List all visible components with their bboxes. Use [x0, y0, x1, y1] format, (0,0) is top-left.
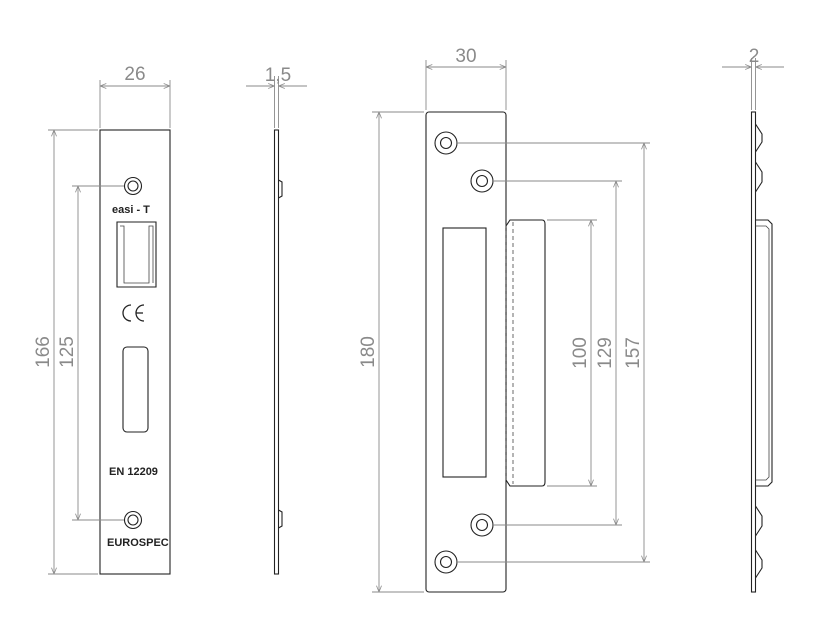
dim-front-width-label: 26	[124, 64, 145, 85]
strike-hole-1-outer	[434, 131, 458, 155]
strike-edge-outline	[750, 111, 757, 593]
strike-side-view: 2	[722, 46, 784, 593]
dim-keep-inner: 100	[547, 219, 597, 487]
strike-hole-2-inner	[475, 174, 489, 188]
strike-hole-1-inner	[439, 136, 453, 150]
strike-front-view: 30 180 100 129 157	[358, 46, 650, 593]
dim-front-width: 26	[99, 64, 171, 128]
strike-hole-3-inner	[475, 518, 489, 532]
dim-keep-mid-label: 129	[595, 337, 616, 369]
dim-keep-width-label: 30	[455, 46, 476, 67]
dim-keep-inner-label: 100	[570, 337, 591, 369]
forend-edge-outline	[273, 129, 280, 575]
standard-marking: EN 12209	[109, 466, 158, 478]
brand-marking: easi - T	[112, 204, 150, 216]
dim-keep-width: 30	[425, 46, 507, 110]
dim-hole-spacing: 125	[57, 185, 124, 521]
strike-hole-4-inner	[439, 555, 453, 569]
strike-box-outline	[505, 219, 546, 487]
strike-hole-3-outer	[470, 513, 494, 537]
dim-keep-thickness: 2	[722, 46, 784, 110]
strike-edge-lug-4	[755, 549, 763, 579]
dim-keep-height: 180	[358, 111, 424, 593]
strike-edge-lug-1	[755, 123, 763, 153]
forend-side-view: 1,5	[246, 65, 307, 575]
dim-front-height: 166	[33, 129, 98, 575]
strike-edge-box	[755, 219, 773, 487]
dim-edge-thickness: 1,5	[246, 65, 307, 128]
dim-hole-spacing-label: 125	[57, 336, 78, 368]
ce-mark	[122, 304, 145, 322]
forend-bottom-screw-hole	[123, 510, 143, 530]
dim-edge-thickness-label: 1,5	[265, 65, 291, 86]
dim-keep-height-label: 180	[358, 336, 379, 368]
dim-keep-mid: 129	[494, 180, 622, 526]
deadbolt-aperture	[122, 346, 149, 433]
strike-hole-4-outer	[434, 550, 458, 574]
dim-keep-outer-label: 157	[623, 337, 644, 369]
forend-top-screw-hole-inner	[127, 180, 139, 192]
strike-plate-outline	[425, 111, 507, 593]
forend-edge-lug-bottom	[278, 509, 283, 529]
latch-aperture-outline	[116, 221, 157, 288]
latch-aperture-inner	[120, 225, 154, 284]
strike-edge-lug-2	[755, 161, 763, 193]
dim-front-height-label: 166	[33, 336, 54, 368]
dim-keep-thickness-label: 2	[749, 46, 760, 67]
forend-bottom-screw-hole-inner	[127, 514, 139, 526]
strike-hole-2-outer	[470, 169, 494, 193]
strike-aperture	[442, 227, 487, 478]
strike-edge-box-inner	[755, 225, 770, 481]
maker-marking: EUROSPEC	[107, 537, 169, 549]
dim-keep-outer: 157	[458, 142, 650, 563]
forend-top-screw-hole	[123, 176, 143, 196]
forend-edge-lug-top	[278, 179, 283, 199]
strike-edge-lug-3	[755, 505, 763, 537]
forend-front-view: easi - T EN 12209 EUROSPEC 26	[33, 64, 171, 575]
forend-plate-outline	[99, 129, 171, 575]
